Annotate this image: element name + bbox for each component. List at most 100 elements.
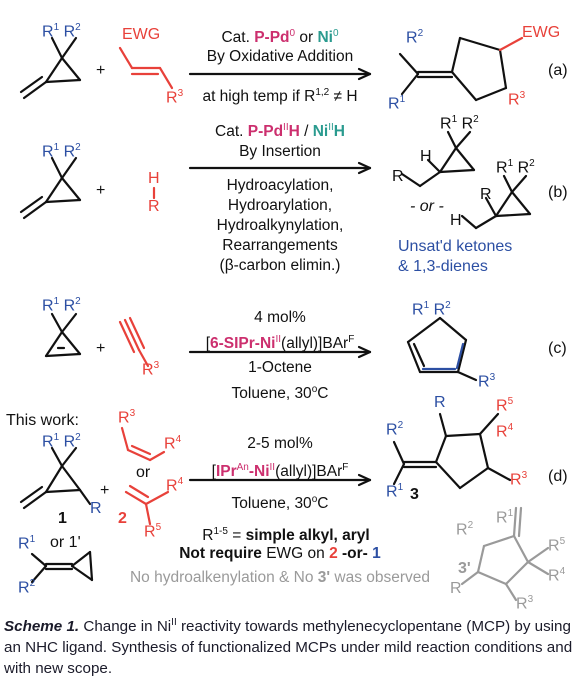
- r-label-d: R: [90, 500, 102, 517]
- r1-label-p3: R1: [386, 482, 404, 501]
- product-3: [392, 412, 512, 490]
- ewg-alkene-a: [118, 46, 174, 90]
- conditions-c-line1: 4 mol%: [254, 309, 306, 326]
- or-text-b: - or -: [410, 198, 444, 215]
- ewg-note-line: Not require EWG on 2 -or- 1: [179, 545, 381, 562]
- conditions-c-line4: Toluene, 30oC: [231, 384, 329, 403]
- scope-line: R1-5 = simple alkyl, aryl: [202, 526, 370, 545]
- r1r2-label-d: R1 R2: [42, 432, 81, 451]
- r1r2-label-c: R1 R2: [42, 296, 81, 315]
- conditions-b-list-2: Hydroarylation,: [227, 197, 333, 214]
- label-b: (b): [548, 184, 568, 201]
- r4-label-p3p: R4: [548, 566, 566, 585]
- r5-label-d: R5: [144, 522, 162, 541]
- mcp-structure-d: [19, 446, 92, 510]
- product-a: [398, 36, 508, 102]
- h-label-pb1: H: [420, 148, 432, 165]
- alkene-2-lower: [124, 484, 170, 526]
- ewg-label-a: EWG: [122, 26, 161, 43]
- conditions-d-line2: [IPrAn-NiII(allyl)]BArF: [211, 462, 349, 481]
- r2-label-p3p: R2: [456, 520, 474, 539]
- r5-label-p3: R5: [496, 396, 514, 415]
- h-label-b: H: [148, 170, 160, 187]
- caption-sup: II: [171, 617, 177, 628]
- r-label-b: R: [148, 198, 160, 215]
- r3-label-pa: R3: [508, 90, 526, 109]
- conditions-c-line2: [6-SIPr-NiII(allyl)]BArF: [205, 334, 355, 353]
- r3-label-p3: R3: [510, 470, 528, 489]
- r1-label-1p: R1: [18, 534, 36, 553]
- r1-label-p3p: R1: [496, 508, 514, 527]
- caption-text-1: Change in Ni: [79, 618, 172, 636]
- r-label-p3p: R: [450, 580, 462, 597]
- r5-label-p3p: R5: [548, 536, 566, 555]
- product-note-b2: & 1,3-dienes: [398, 258, 488, 275]
- r1r2-label-pb2: R1 R2: [496, 158, 535, 177]
- h-label-pb2: H: [450, 212, 462, 229]
- r4-label-d: R4: [164, 434, 182, 453]
- r1r2-label-pb1: R1 R2: [440, 114, 479, 133]
- conditions-c-line3: 1-Octene: [248, 359, 312, 376]
- alkene-2-upper: [120, 426, 166, 462]
- r4-label-d2: R4: [166, 476, 184, 495]
- plus-b: +: [96, 182, 106, 199]
- label-a: (a): [548, 62, 568, 79]
- byproduct-3p: [460, 506, 550, 602]
- scheme-caption: Scheme 1. Change in NiII reactivity towa…: [4, 612, 576, 679]
- conditions-a-line2: By Oxidative Addition: [206, 48, 354, 65]
- conditions-a-line3: at high temp if R1,2 ≠ H: [202, 87, 358, 106]
- r2-label-1p: R2: [18, 578, 36, 597]
- product-c: [406, 316, 478, 382]
- r1r2-label-b: R1 R2: [42, 142, 81, 161]
- plus-d: +: [100, 482, 110, 499]
- plus-c: +: [96, 340, 106, 357]
- r2-label-pa: R2: [406, 28, 424, 47]
- r-label-p3: R: [434, 394, 446, 411]
- compound-3p-number: 3': [458, 560, 471, 577]
- product-note-b1: Unsat'd ketones: [398, 238, 513, 255]
- label-c: (c): [548, 340, 567, 357]
- methylenecyclopropane-1p: [30, 550, 94, 584]
- r1r2-label-a: R1 R2: [42, 22, 81, 41]
- compound-1-number: 1: [58, 510, 67, 527]
- r4-label-p3: R4: [496, 422, 514, 441]
- label-d: (d): [548, 468, 568, 485]
- this-work-label: This work:: [6, 412, 79, 429]
- alkyne-c: [118, 316, 150, 368]
- r1-label-pa: R1: [388, 94, 406, 113]
- product-b1: [400, 130, 476, 188]
- conditions-b-list-5: (β-carbon elimin.): [219, 257, 341, 274]
- compound-1p-number: or 1': [50, 534, 81, 551]
- mcp-structure-b: [19, 156, 82, 220]
- plus-a: +: [96, 62, 106, 79]
- conditions-b-line2: By Insertion: [239, 143, 321, 160]
- conditions-b-line1: Cat. P-PdIIH / NiIIH: [215, 122, 345, 141]
- conditions-b-list-3: Hydroalkynylation,: [216, 217, 344, 234]
- no-hydroalkenylation-note: No hydroalkenylation & No 3' was observe…: [129, 569, 431, 586]
- r3-label-d: R3: [118, 408, 136, 427]
- r3-label-c: R3: [142, 360, 160, 379]
- conditions-b-list-1: Hydroacylation,: [226, 177, 334, 194]
- compound-3-number: 3: [410, 486, 419, 503]
- compound-2-number: 2: [118, 510, 127, 527]
- r1r2-label-pc: R1 R2: [412, 300, 451, 319]
- r-label-pb1: R: [392, 168, 404, 185]
- r-label-pb2: R: [480, 186, 492, 203]
- caption-head: Scheme 1.: [4, 618, 80, 636]
- or-small-d: or: [136, 464, 151, 481]
- r3-label-a: R3: [166, 88, 184, 107]
- r3-label-p3p: R3: [516, 594, 534, 613]
- reaction-scheme: R1 R2 EWG R3 + Cat. P-Pd0 or Ni0 By Oxid…: [6, 22, 568, 613]
- conditions-a-line1: Cat. P-Pd0 or Ni0: [221, 28, 339, 47]
- product-b2: [460, 174, 532, 230]
- caption-text-2: reactivity towards methylenecyclopentane…: [4, 618, 573, 678]
- conditions-d-line3: Toluene, 30oC: [231, 494, 329, 513]
- product-ewg-label: EWG: [522, 24, 561, 41]
- conditions-d-line1: 2-5 mol%: [247, 435, 313, 452]
- r3-label-pc: R3: [478, 372, 496, 391]
- r2-label-p3: R2: [386, 420, 404, 439]
- mcp-structure-a: [19, 36, 82, 100]
- conditions-b-list-4: Rearrangements: [222, 237, 338, 254]
- scheme-drawing: [19, 36, 550, 602]
- cyclopropene-c: [44, 312, 82, 358]
